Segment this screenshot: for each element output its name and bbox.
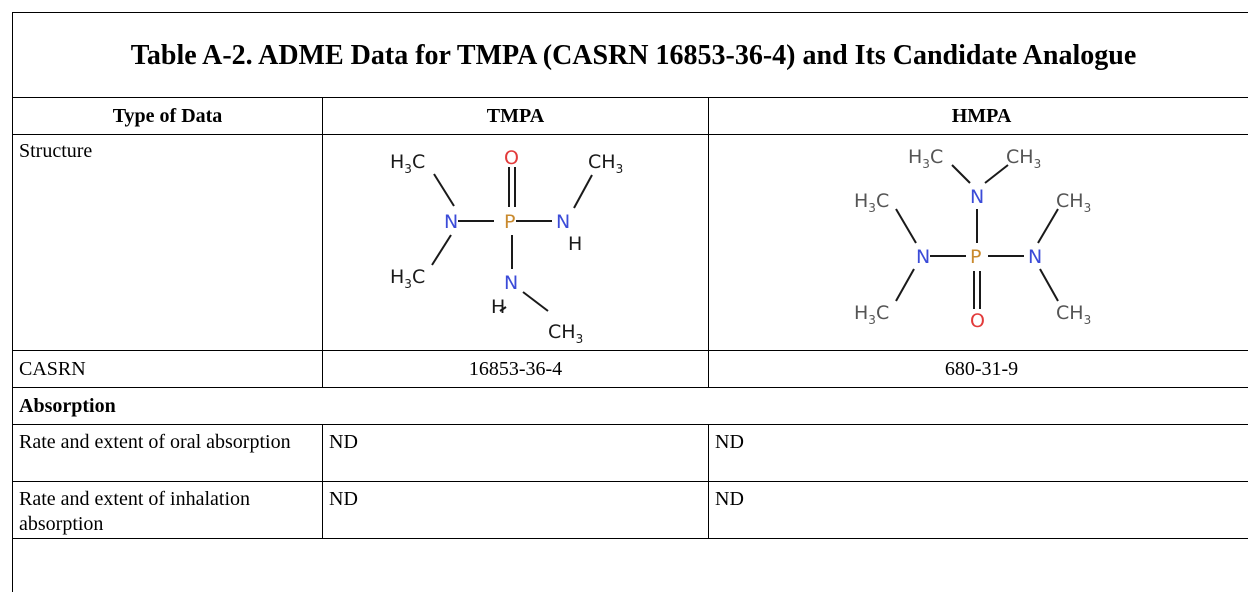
hmpa-bond [1038,268,1059,302]
tmpa-bond [521,291,549,312]
hmpa-bond [950,164,971,184]
structure-label: Structure [12,134,323,351]
hmpa-atom-label: N [970,186,984,208]
tmpa-atom-label: H [568,233,582,255]
row-label: Rate and extent of inhalation absorption [12,481,323,539]
tmpa-atom-label: O [504,147,519,169]
section-absorption: Absorption [11,387,1248,425]
tmpa-value: ND [322,481,709,539]
header-type-of-data: Type of Data [12,97,323,135]
hmpa-atom-label: CH3 [1006,146,1041,171]
tmpa-atom-label: P [504,211,515,233]
tmpa-structure-drawing: H3C H3C CH3 CH3 H H N N N P O [390,147,623,346]
table-row: Rate and extent of inhalation absorption… [12,481,1248,539]
tmpa-atom-label: CH3 [548,321,583,343]
tmpa-atom-label: H3C [390,266,425,291]
adme-data-table: Table A-2. ADME Data for TMPA (CASRN 168… [11,12,1248,539]
hmpa-bond [894,208,917,244]
hmpa-bond [983,164,1009,184]
hmpa-atom-label: N [1028,246,1042,268]
table-row: Rate and extent of oral absorption ND ND [12,424,1248,482]
tmpa-bond [430,234,452,266]
hmpa-value: ND [707,481,1248,539]
hmpa-casrn: 680-31-9 [707,350,1248,388]
header-tmpa: TMPA [322,97,709,135]
tmpa-atom-label: N [556,211,570,233]
hmpa-atom-label: O [970,310,985,332]
hmpa-bond [894,268,915,302]
hmpa-atom-label: P [970,246,981,268]
hmpa-structure-drawing: H3C CH3 H3C CH3 H3C CH3 N N N P O [854,146,1091,332]
hmpa-atom-label: N [916,246,930,268]
tmpa-atom-label: N [504,272,518,294]
tmpa-structure: H3C H3C CH3 CH3 H H N N N P O [322,134,709,351]
hmpa-bond [1036,208,1059,244]
tmpa-atom-label: H [491,296,505,318]
tmpa-bond [572,174,593,209]
tmpa-atom-label: H3C [390,151,425,176]
tmpa-casrn: 16853-36-4 [322,350,709,388]
casrn-label: CASRN [12,350,323,388]
hmpa-atom-label: H3C [854,302,889,327]
tmpa-bond [498,306,507,312]
hmpa-atom-label: H3C [854,190,889,215]
header-hmpa: HMPA [707,97,1248,135]
hmpa-value: ND [707,424,1248,482]
tmpa-atom-label: N [444,211,458,233]
hmpa-atom-label: H3C [908,146,943,171]
hmpa-atom-label: CH3 [1056,190,1091,215]
row-label: Rate and extent of oral absorption [12,424,323,482]
hmpa-structure: H3C CH3 H3C CH3 H3C CH3 N N N P O [707,134,1248,351]
hmpa-atom-label: CH3 [1056,302,1091,327]
tmpa-atom-label: CH3 [588,151,623,176]
table-title: Table A-2. ADME Data for TMPA (CASRN 168… [11,12,1248,98]
tmpa-bond [432,173,455,207]
tmpa-value: ND [322,424,709,482]
